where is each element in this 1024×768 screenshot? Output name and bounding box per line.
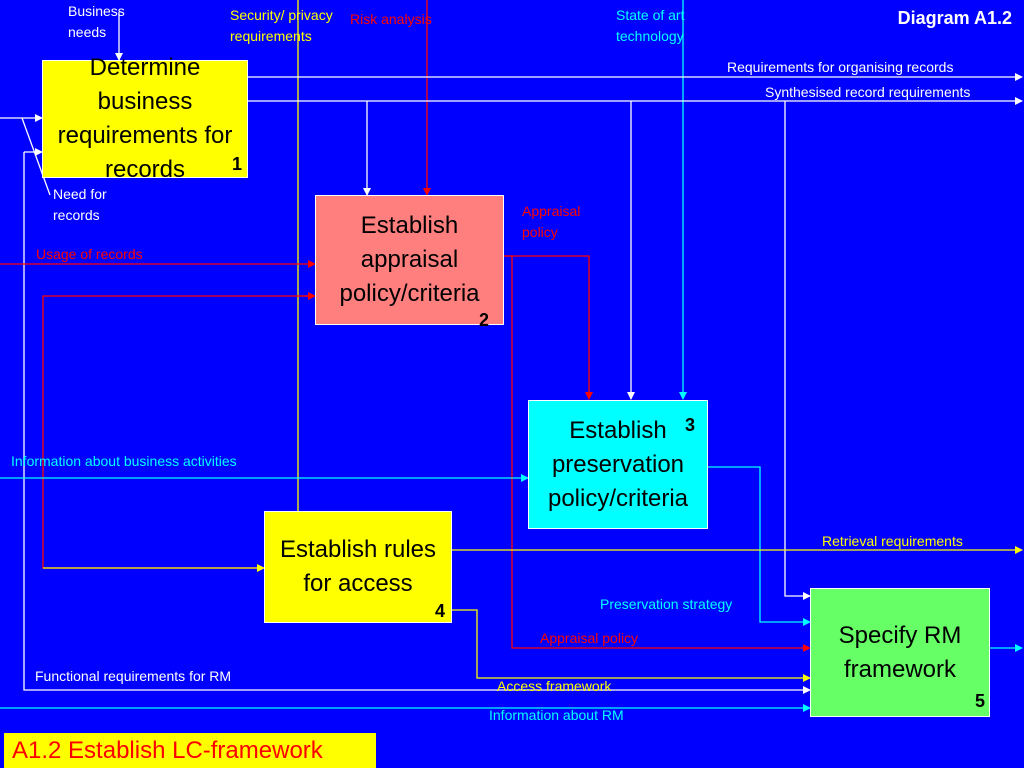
label-info-business-activities: Information about business activities [11, 453, 237, 469]
box-specify-rm-framework[interactable]: Specify RM framework 5 [810, 588, 990, 717]
label-access-framework: Access framework [497, 678, 612, 694]
label-req-organising: Requirements for organising records [727, 59, 954, 75]
footer-title: A1.2 Establish LC-framework [4, 733, 376, 768]
label-info-about-rm: Information about RM [489, 707, 624, 723]
box-determine-business-requirements[interactable]: Determine business requirements for reco… [42, 54, 248, 183]
label-security-privacy: Security/ privacy requirements [230, 7, 333, 44]
label-business-needs: Business needs [68, 3, 125, 40]
box-5-text: Specify RM framework [838, 621, 962, 683]
box-1-number: 1 [232, 154, 243, 174]
need-for-records-lead [21, 117, 51, 196]
synth-to-box5 [784, 101, 811, 600]
functional-req-loop [23, 152, 811, 694]
box-1-text: Determine business requirements for reco… [57, 54, 233, 183]
label-risk-analysis: Risk analysis [350, 11, 432, 27]
appraisal-policy-to-box5 [503, 255, 811, 652]
access-framework-line [452, 609, 811, 682]
box-4-number: 4 [435, 601, 446, 621]
label-functional-requirements: Functional requirements for RM [35, 668, 232, 684]
box-3-number: 3 [685, 415, 696, 435]
diagram-title: Diagram A1.2 [897, 8, 1012, 28]
box-establish-appraisal-policy[interactable]: Establish appraisal policy/criteria 2 [315, 195, 504, 329]
label-appraisal-policy-2: Appraisal policy [540, 630, 639, 646]
label-need-for-records: Need for records [53, 186, 107, 223]
box-3-text: Establish preservation policy/criteria [547, 416, 689, 512]
label-retrieval-requirements: Retrieval requirements [822, 533, 963, 549]
appraisal-policy-to-box3 [503, 255, 593, 400]
label-usage-of-records: Usage of records [36, 246, 143, 262]
box-establish-preservation-policy[interactable]: Establish preservation policy/criteria 3 [528, 400, 708, 529]
label-state-of-art: State of art technology [616, 7, 685, 44]
box-2-text: Establish appraisal policy/criteria [339, 212, 480, 307]
box-2-number: 2 [479, 310, 490, 330]
box-5-number: 5 [975, 691, 986, 711]
box-4-text: Establish rules for access [279, 536, 437, 597]
label-preservation-strategy: Preservation strategy [600, 596, 733, 612]
label-appraisal-policy-1: Appraisal policy [522, 203, 581, 240]
box-establish-rules-for-access[interactable]: Establish rules for access 4 [264, 511, 452, 623]
preservation-strategy-line [708, 466, 811, 626]
label-synthesised: Synthesised record requirements [765, 84, 971, 100]
